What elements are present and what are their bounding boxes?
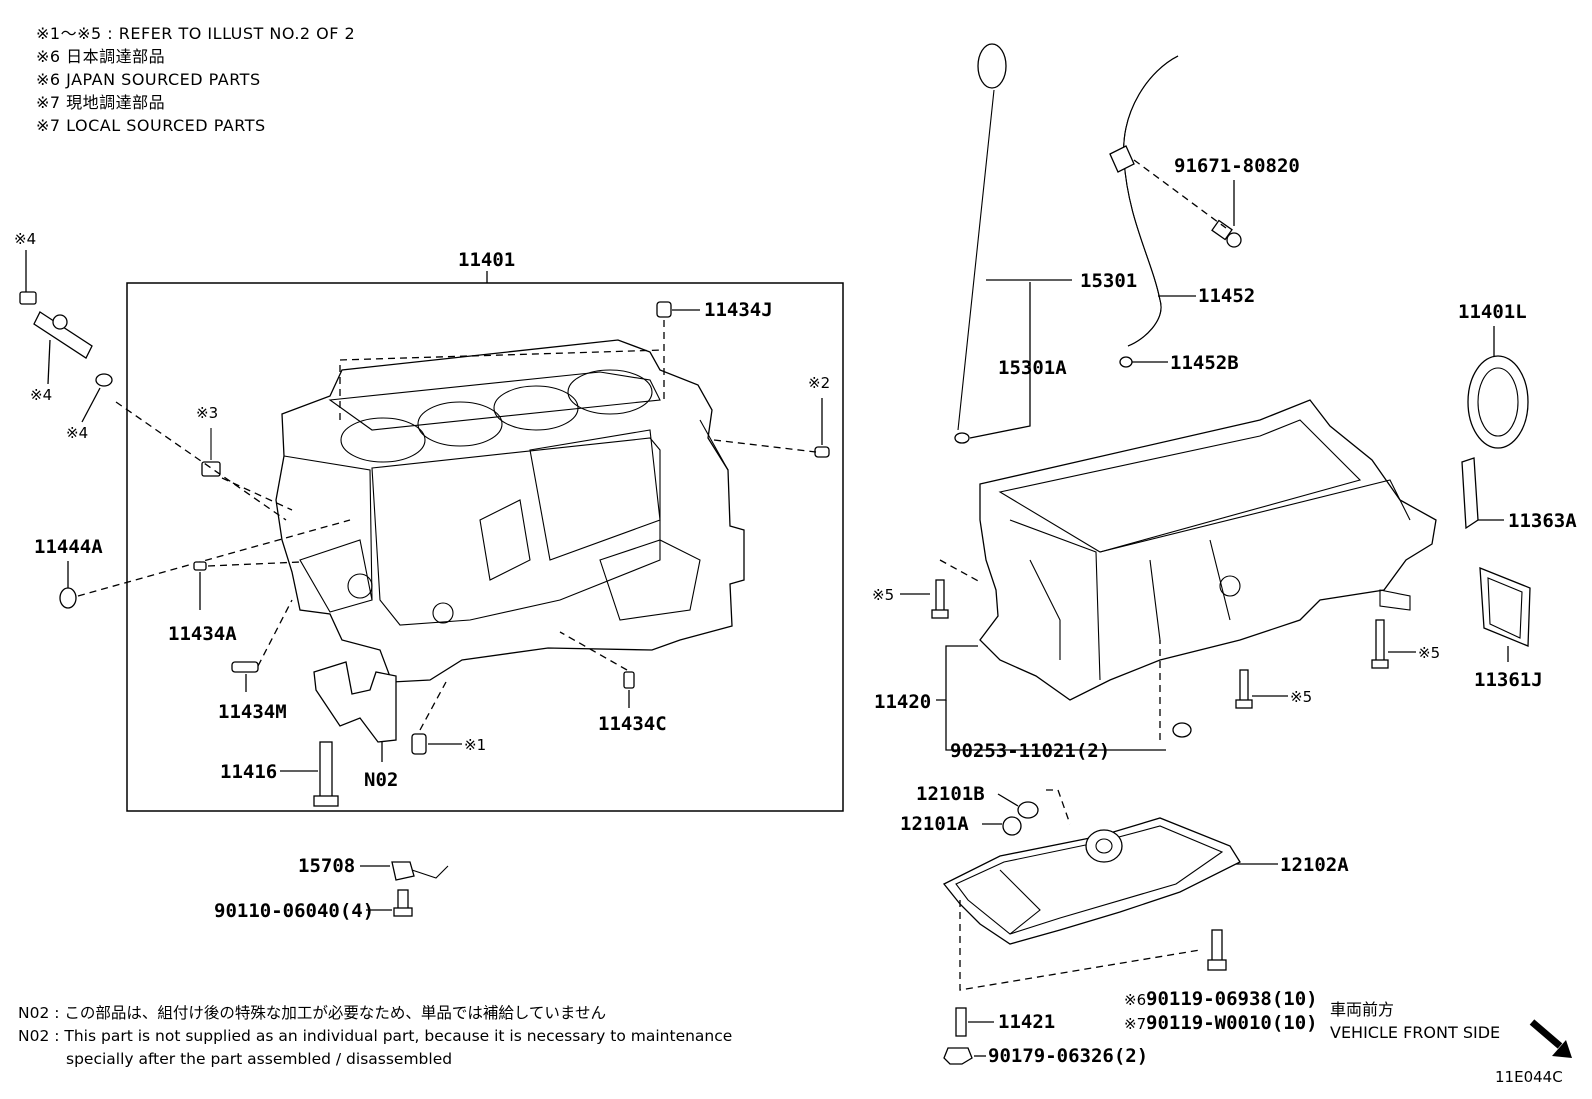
label-90179[interactable]: 90179-06326(2) (988, 1045, 1148, 1067)
label-N02[interactable]: N02 (364, 769, 398, 791)
oil-jet-15708[interactable] (391, 861, 449, 881)
plug-mark-3[interactable] (201, 428, 221, 477)
bolt-mark-5-left[interactable] (931, 579, 949, 619)
stud-11421[interactable] (955, 1007, 967, 1037)
oil-jet-mark-4[interactable] (19, 291, 93, 359)
label-12101B[interactable]: 12101B (916, 783, 985, 805)
label-90110[interactable]: 90110-06040(4) (214, 900, 374, 922)
label-11434M[interactable]: 11434M (218, 701, 287, 723)
label-11363A[interactable]: 11363A (1508, 510, 1577, 532)
bolt-11416[interactable] (313, 741, 339, 807)
label-11452B[interactable]: 11452B (1170, 352, 1239, 374)
footnote-line-1: N02 : この部品は、組付け後の特殊な加工が必要なため、単品では補給していませ… (18, 1004, 606, 1022)
mark-4-low: ※4 (66, 424, 88, 442)
label-11401L[interactable]: 11401L (1458, 301, 1527, 323)
label-11401[interactable]: 11401 (458, 249, 515, 271)
gasket-11361J[interactable] (1479, 567, 1531, 647)
drain-plug-12101B[interactable] (1017, 801, 1039, 819)
pin-11434M[interactable] (231, 661, 259, 673)
bolt-mark-5-center[interactable] (1235, 669, 1253, 709)
plug-90253[interactable] (1172, 722, 1192, 738)
pin-11434A[interactable] (193, 561, 207, 571)
label-11434J[interactable]: 11434J (704, 299, 773, 321)
gasket-12101A[interactable] (1002, 816, 1022, 836)
dipstick-15301[interactable] (954, 43, 1007, 444)
dowel-mark-1[interactable] (411, 733, 427, 755)
mark-5-left: ※5 (872, 586, 894, 604)
illustration-code: 11E044C (1495, 1068, 1563, 1086)
bearing-cap-N02[interactable] (313, 661, 397, 743)
label-11361J[interactable]: 11361J (1474, 669, 1543, 691)
label-91671[interactable]: 91671-80820 (1174, 155, 1300, 177)
label-15301A[interactable]: 15301A (998, 357, 1067, 379)
label-12102A[interactable]: 12102A (1280, 854, 1349, 876)
oil-seal-11401L[interactable] (1467, 355, 1529, 449)
mark-2: ※2 (808, 374, 830, 392)
footnote-line-2: N02 : This part is not supplied as an in… (18, 1027, 733, 1045)
vehicle-front-jp: 車両前方 (1330, 1000, 1395, 1019)
vehicle-front-arrow-icon (1529, 1019, 1572, 1058)
label-11434A[interactable]: 11434A (168, 623, 237, 645)
oil-pan-upper-11420[interactable] (979, 399, 1437, 701)
label-90119-b[interactable]: 90119-W0010(10) (1146, 1012, 1318, 1034)
mark-3: ※3 (196, 404, 218, 422)
vehicle-front-en: VEHICLE FRONT SIDE (1330, 1023, 1501, 1042)
o-ring-mark-4[interactable] (95, 373, 113, 387)
cylinder-block-frame (126, 282, 844, 812)
o-ring-11452B[interactable] (1119, 356, 1133, 368)
mark-6: ※6 (1124, 991, 1146, 1009)
reference-notes: ※1～※5 : REFER TO ILLUST NO.2 OF 2 ※6 日本調… (36, 22, 355, 137)
bolt-91671[interactable] (1211, 219, 1242, 248)
label-11421[interactable]: 11421 (998, 1011, 1055, 1033)
note-line-1: ※1～※5 : REFER TO ILLUST NO.2 OF 2 (36, 24, 356, 43)
mark-5-center: ※5 (1290, 688, 1312, 706)
o-ring-11444A[interactable] (59, 587, 77, 609)
cylinder-block-part[interactable] (275, 339, 745, 683)
label-15301[interactable]: 15301 (1080, 270, 1137, 292)
nut-90179[interactable] (943, 1047, 973, 1065)
mark-4-top: ※4 (14, 230, 36, 248)
label-11416[interactable]: 11416 (220, 761, 277, 783)
label-12101A[interactable]: 12101A (900, 813, 969, 835)
label-11452[interactable]: 11452 (1198, 285, 1255, 307)
note-line-3: ※6 JAPAN SOURCED PARTS (36, 70, 261, 89)
dowel-pin-11434J[interactable] (656, 301, 672, 318)
note-line-4: ※7 現地調達部品 (36, 93, 166, 112)
mark-7: ※7 (1124, 1015, 1146, 1033)
stud-bolt-90119[interactable] (1207, 929, 1227, 971)
vehicle-front-label: 車両前方 VEHICLE FRONT SIDE (1330, 998, 1500, 1044)
dipstick-guide-11452[interactable] (1109, 55, 1179, 347)
label-90119-a[interactable]: 90119-06938(10) (1146, 988, 1318, 1010)
pin-11434C[interactable] (623, 671, 635, 689)
thrust-washer-11363A[interactable] (1461, 457, 1479, 530)
mark-1: ※1 (464, 736, 486, 754)
note-line-5: ※7 LOCAL SOURCED PARTS (36, 116, 266, 135)
footnote: N02 : この部品は、組付け後の特殊な加工が必要なため、単品では補給していませ… (18, 1002, 732, 1071)
mark-5-right: ※5 (1418, 644, 1440, 662)
bolt-90110[interactable] (393, 889, 413, 917)
label-15708[interactable]: 15708 (298, 855, 355, 877)
footnote-line-3: specially after the part assembled / dis… (66, 1050, 453, 1068)
pin-mark-2[interactable] (814, 446, 830, 458)
label-90253[interactable]: 90253-11021(2) (950, 740, 1110, 762)
oil-pan-12102A[interactable] (942, 817, 1241, 945)
label-11420[interactable]: 11420 (874, 691, 931, 713)
label-11444A[interactable]: 11444A (34, 536, 103, 558)
note-line-2: ※6 日本調達部品 (36, 47, 166, 66)
label-11434C[interactable]: 11434C (598, 713, 667, 735)
bolt-mark-5-right[interactable] (1371, 619, 1389, 669)
mark-4-mid: ※4 (30, 386, 52, 404)
